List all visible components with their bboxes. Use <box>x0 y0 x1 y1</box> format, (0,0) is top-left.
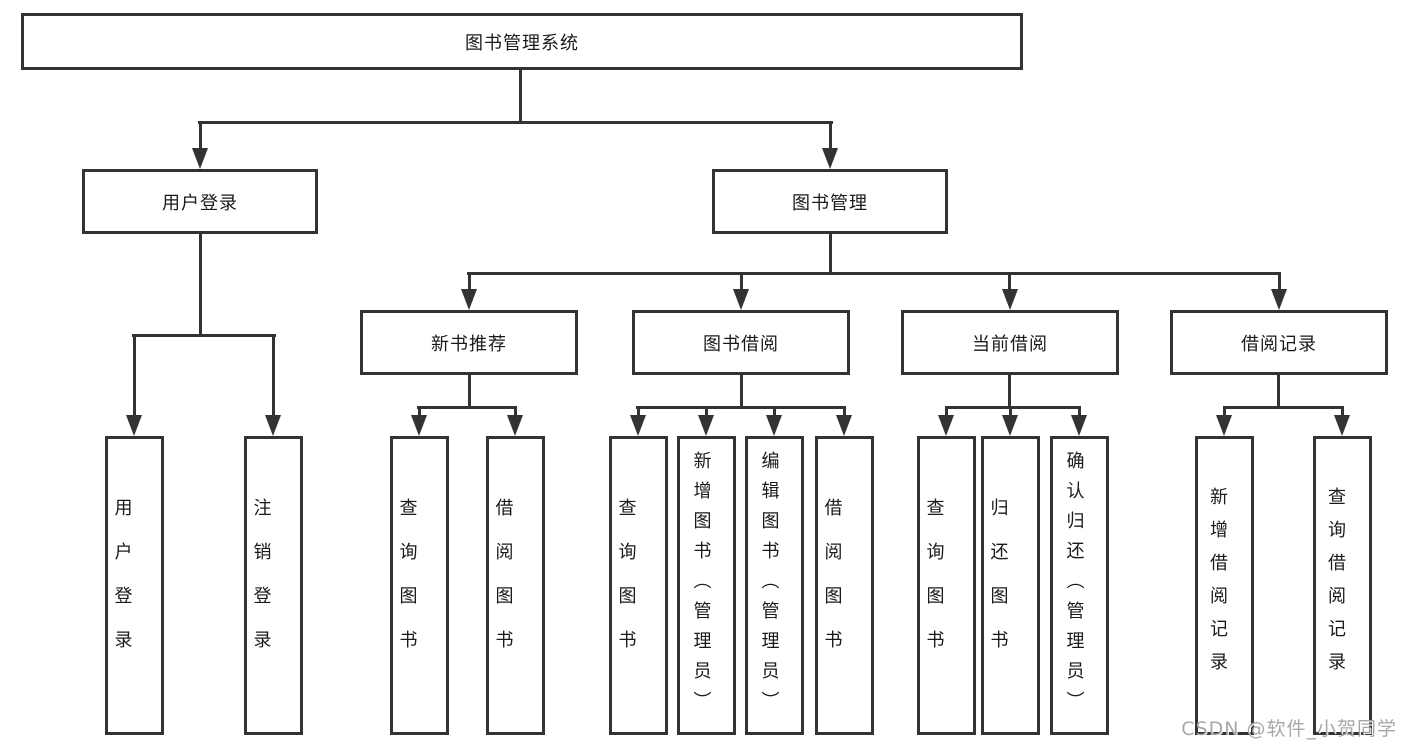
arrowhead-down <box>698 415 714 436</box>
leaf-label: 借阅图书 <box>492 497 514 674</box>
connector-line <box>417 406 517 409</box>
leaf-label: 查询图书 <box>615 497 637 674</box>
node-book-borrowing: 图书借阅 <box>632 310 850 375</box>
leaf-add-books-admin: 新增图书（管理员） <box>677 436 736 735</box>
node-user-login: 用户登录 <box>82 169 318 234</box>
arrowhead-down <box>265 415 281 436</box>
arrowhead-down <box>733 289 749 310</box>
connector-line <box>199 121 202 149</box>
connector-line <box>740 272 743 289</box>
arrowhead-down <box>1334 415 1350 436</box>
arrowhead-down <box>461 289 477 310</box>
connector-line <box>705 406 708 415</box>
node-new-book-recommend-label: 新书推荐 <box>431 333 507 355</box>
leaf-query-books-3: 查询图书 <box>917 436 976 735</box>
node-book-management-label: 图书管理 <box>792 192 868 214</box>
leaf-return-books: 归还图书 <box>981 436 1040 735</box>
leaf-label: 查询借阅记录 <box>1325 486 1346 685</box>
node-root: 图书管理系统 <box>21 13 1023 70</box>
connector-line <box>132 334 276 337</box>
connector-line <box>468 375 471 408</box>
connector-line <box>829 121 832 149</box>
connector-line <box>945 406 948 415</box>
leaf-label: 新增图书（管理员） <box>690 450 712 721</box>
connector-line <box>945 406 1081 409</box>
leaf-user-login-action: 用户登录 <box>105 436 164 735</box>
node-book-borrowing-label: 图书借阅 <box>703 333 779 355</box>
connector-line <box>1078 406 1081 415</box>
connector-line <box>1341 406 1344 415</box>
connector-line <box>199 234 202 336</box>
connector-line <box>1008 272 1011 289</box>
connector-line <box>467 272 1281 275</box>
connector-line <box>1223 406 1344 409</box>
connector-line <box>272 334 275 415</box>
arrowhead-down <box>766 415 782 436</box>
leaf-borrow-books-2: 借阅图书 <box>815 436 874 735</box>
connector-line <box>637 406 640 415</box>
connector-line <box>1008 375 1011 408</box>
arrowhead-down <box>411 415 427 436</box>
node-borrowing-records-label: 借阅记录 <box>1241 333 1317 355</box>
node-user-login-label: 用户登录 <box>162 192 238 214</box>
leaf-query-books-2: 查询图书 <box>609 436 668 735</box>
leaf-label: 新增借阅记录 <box>1207 486 1228 685</box>
leaf-label: 归还图书 <box>987 497 1009 674</box>
connector-line <box>740 375 743 408</box>
connector-line <box>1277 375 1280 408</box>
connector-line <box>1278 272 1281 289</box>
leaf-logout-action: 注销登录 <box>244 436 303 735</box>
connector-line <box>133 334 136 415</box>
arrowhead-down <box>630 415 646 436</box>
node-current-borrowing-label: 当前借阅 <box>972 333 1048 355</box>
connector-line <box>843 406 846 415</box>
leaf-query-books-1: 查询图书 <box>390 436 449 735</box>
arrowhead-down <box>192 148 208 169</box>
leaf-confirm-return-admin: 确认归还（管理员） <box>1050 436 1109 735</box>
connector-line <box>514 406 517 415</box>
arrowhead-down <box>836 415 852 436</box>
arrowhead-down <box>1271 289 1287 310</box>
arrowhead-down <box>1002 289 1018 310</box>
csdn-watermark: CSDN @软件_小贺同学 <box>1181 718 1397 740</box>
leaf-label: 确认归还（管理员） <box>1063 450 1085 721</box>
arrowhead-down <box>822 148 838 169</box>
node-borrowing-records: 借阅记录 <box>1170 310 1388 375</box>
connector-line <box>468 272 471 289</box>
arrowhead-down <box>1071 415 1087 436</box>
leaf-label: 查询图书 <box>923 497 945 674</box>
leaf-edit-books-admin: 编辑图书（管理员） <box>745 436 804 735</box>
arrowhead-down <box>1002 415 1018 436</box>
connector-line <box>418 406 421 415</box>
node-book-management: 图书管理 <box>712 169 948 234</box>
leaf-borrow-books-1: 借阅图书 <box>486 436 545 735</box>
connector-line <box>773 406 776 415</box>
leaf-add-borrow-record: 新增借阅记录 <box>1195 436 1254 735</box>
node-new-book-recommend: 新书推荐 <box>360 310 578 375</box>
leaf-label: 编辑图书（管理员） <box>758 450 780 721</box>
connector-line <box>829 234 832 275</box>
leaf-label: 注销登录 <box>250 497 272 674</box>
arrowhead-down <box>126 415 142 436</box>
connector-line <box>1009 406 1012 415</box>
node-current-borrowing: 当前借阅 <box>901 310 1119 375</box>
leaf-label: 借阅图书 <box>821 497 843 674</box>
arrowhead-down <box>938 415 954 436</box>
connector-line <box>519 70 522 122</box>
arrowhead-down <box>507 415 523 436</box>
connector-line <box>1223 406 1226 415</box>
connector-line <box>636 406 846 409</box>
node-root-label: 图书管理系统 <box>465 32 579 54</box>
leaf-label: 用户登录 <box>111 497 133 674</box>
leaf-query-borrow-record: 查询借阅记录 <box>1313 436 1372 735</box>
arrowhead-down <box>1216 415 1232 436</box>
leaf-label: 查询图书 <box>396 497 418 674</box>
connector-line <box>198 121 833 124</box>
